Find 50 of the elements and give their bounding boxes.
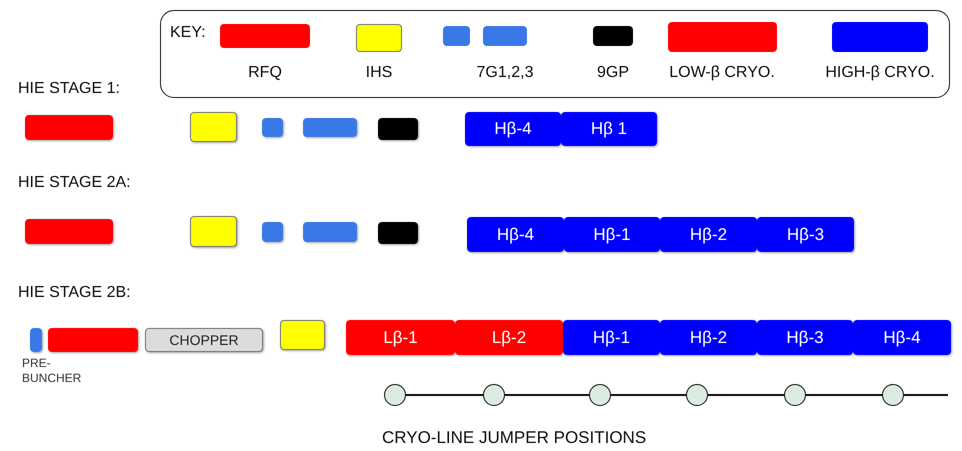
module-block [303, 118, 357, 137]
module-block: Lβ-1 [346, 320, 455, 355]
module-block: Hβ-3 [757, 320, 853, 355]
stage-heading: HIE STAGE 2B: [18, 284, 131, 302]
module-block [378, 118, 418, 140]
stage-heading: HIE STAGE 1: [18, 80, 120, 98]
module-block [190, 216, 237, 247]
legend-label: IHS [366, 64, 392, 82]
legend-label: HIGH-β CRYO. [825, 64, 935, 82]
jumper-position-marker [589, 384, 611, 406]
module-block: Hβ-2 [660, 320, 757, 355]
cryo-line [406, 394, 483, 396]
jumper-position-marker [384, 384, 406, 406]
module-block: Hβ-1 [563, 320, 660, 355]
component-label: PRE- BUNCHER [22, 356, 82, 386]
module-block [303, 222, 357, 242]
module-block [48, 328, 138, 352]
module-block [262, 118, 283, 137]
cryo-line [611, 394, 686, 396]
module-block: Lβ-2 [455, 320, 563, 355]
cryo-line [806, 394, 882, 396]
module-block [378, 222, 418, 244]
module-block: Hβ-4 [853, 320, 951, 355]
module-block [25, 115, 113, 140]
cryo-line [505, 394, 589, 396]
module-block [30, 328, 42, 352]
module-block: Hβ-1 [564, 217, 660, 252]
module-block: Hβ-2 [660, 217, 757, 252]
jumper-position-marker [784, 384, 806, 406]
legend-label: 9GP [597, 64, 629, 82]
module-block: Hβ-3 [757, 217, 854, 252]
module-block: Hβ-4 [465, 112, 561, 146]
caption-text: CRYO-LINE JUMPER POSITIONS [382, 428, 646, 448]
module-block [190, 112, 237, 142]
key-heading: KEY: [170, 24, 206, 42]
jumper-position-marker [882, 384, 904, 406]
legend-label: 7G1,2,3 [476, 64, 534, 82]
module-block: CHOPPER [145, 328, 263, 352]
jumper-position-marker [686, 384, 708, 406]
stage-heading: HIE STAGE 2A: [18, 174, 131, 192]
module-block [280, 320, 325, 350]
jumper-position-marker [483, 384, 505, 406]
module-block [262, 222, 283, 242]
module-block: Hβ-4 [467, 217, 564, 252]
module-block [25, 219, 113, 244]
cryo-line [904, 394, 948, 396]
legend-label: LOW-β CRYO. [669, 64, 775, 82]
legend-label: RFQ [248, 64, 282, 82]
cryo-line [708, 394, 784, 396]
module-block: Hβ 1 [561, 112, 657, 146]
